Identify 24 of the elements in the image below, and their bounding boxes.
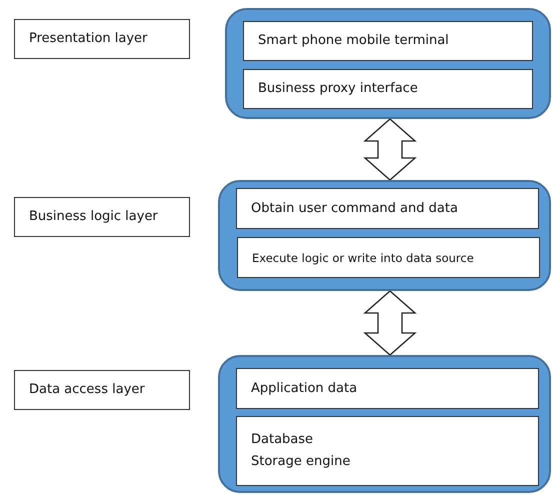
box-text: Smart phone mobile terminal <box>258 32 450 50</box>
layer-panel <box>225 8 551 119</box>
component-box <box>236 416 539 486</box>
box-text: Business proxy interface <box>258 80 419 98</box>
component-box <box>236 368 539 409</box>
double-block-arrow <box>363 118 417 181</box>
layer-panel <box>218 180 551 291</box>
layer-panel <box>218 355 551 493</box>
box-text: Application data <box>251 380 358 398</box>
component-box <box>237 237 540 278</box>
component-box <box>236 188 539 229</box>
component-box <box>243 69 533 109</box>
box-text: Database <box>251 431 314 449</box>
box-text: Obtain user command and data <box>251 200 459 218</box>
layer-label-box <box>14 370 190 410</box>
layer-label-box <box>14 19 190 59</box>
box-text: Business logic layer <box>29 208 159 226</box>
double-block-arrow <box>363 290 417 356</box>
layer-label-box <box>14 197 190 237</box>
box-text: Data access layer <box>29 381 146 399</box>
box-text: Execute logic or write into data source <box>252 250 475 266</box>
box-text: Storage engine <box>251 453 352 471</box>
component-box <box>243 21 533 61</box>
box-text: Presentation layer <box>29 30 148 48</box>
